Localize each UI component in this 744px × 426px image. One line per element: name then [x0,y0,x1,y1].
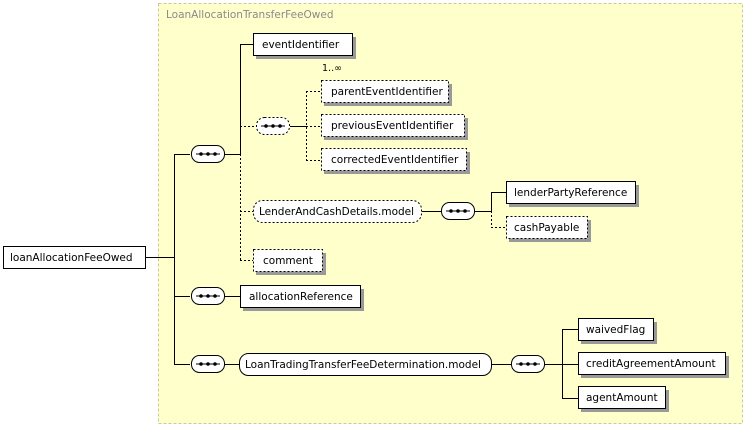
sequence-compositor[interactable] [191,145,225,163]
svg-text:cashPayable: cashPayable [514,222,579,234]
element-creditAgreementAmount[interactable]: creditAgreementAmount [578,352,730,379]
choice-compositor[interactable] [256,117,290,135]
svg-text:allocationReference: allocationReference [249,291,353,303]
element-previousEventIdentifier[interactable]: previousEventIdentifier [321,114,469,141]
svg-text:waivedFlag: waivedFlag [586,324,645,336]
sequence-compositor[interactable] [191,355,225,373]
element-waivedFlag[interactable]: waivedFlag [578,318,658,345]
element-cashPayable[interactable]: cashPayable [506,216,592,243]
svg-text:LoanTradingTransferFeeDetermin: LoanTradingTransferFeeDetermination.mode… [245,359,481,371]
svg-text:previousEventIdentifier: previousEventIdentifier [331,120,454,132]
svg-text:lenderPartyReference: lenderPartyReference [514,187,627,199]
element-eventIdentifier[interactable]: eventIdentifier [253,33,357,60]
svg-text:comment: comment [263,255,313,267]
element-correctedEventIdentifier[interactable]: correctedEventIdentifier [321,148,471,175]
svg-text:parentEventIdentifier: parentEventIdentifier [331,86,443,98]
svg-text:eventIdentifier: eventIdentifier [262,39,340,51]
element-loanAllocationFeeOwed[interactable]: loanAllocationFeeOwed [3,246,146,269]
element-lenderPartyReference[interactable]: lenderPartyReference [506,181,640,208]
group-LoanTradingTransferFeeDetermination-model[interactable]: LoanTradingTransferFeeDetermination.mode… [239,353,492,376]
element-allocationReference[interactable]: allocationReference [240,285,365,312]
svg-text:creditAgreementAmount: creditAgreementAmount [586,358,716,370]
element-parentEventIdentifier[interactable]: parentEventIdentifier [321,80,453,107]
svg-text:correctedEventIdentifier: correctedEventIdentifier [331,154,459,166]
connector-lines [146,44,578,399]
sequence-compositor[interactable] [441,202,475,220]
sequence-compositor[interactable] [511,355,545,373]
element-agentAmount[interactable]: agentAmount [578,386,670,413]
element-comment[interactable]: comment [253,249,327,276]
svg-text:loanAllocationFeeOwed: loanAllocationFeeOwed [10,252,133,264]
sequence-compositor[interactable] [191,287,225,305]
occurrence-label: 1..∞ [322,63,342,74]
svg-text:agentAmount: agentAmount [586,392,658,404]
group-LenderAndCashDetails-model[interactable]: LenderAndCashDetails.model [253,200,422,223]
complex-type-title: LoanAllocationTransferFeeOwed [166,9,334,21]
svg-text:LenderAndCashDetails.model: LenderAndCashDetails.model [259,206,414,218]
